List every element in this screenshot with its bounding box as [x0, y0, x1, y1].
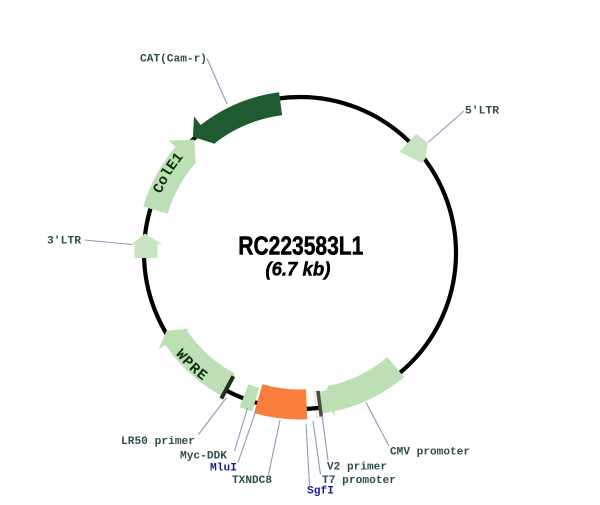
svg-text:Myc-DDK: Myc-DDK — [180, 451, 227, 463]
svg-text:3'LTR: 3'LTR — [47, 236, 81, 248]
svg-text:5'LTR: 5'LTR — [465, 106, 499, 118]
svg-text:MluI: MluI — [210, 463, 237, 475]
svg-text:(6.7 kb): (6.7 kb) — [265, 260, 330, 281]
svg-text:RC223583L1: RC223583L1 — [238, 233, 363, 261]
svg-text:CMV promoter: CMV promoter — [390, 447, 470, 459]
svg-text:SgfI: SgfI — [307, 486, 334, 498]
svg-text:CAT(Cam-r): CAT(Cam-r) — [140, 54, 207, 66]
svg-text:TXNDC8: TXNDC8 — [232, 475, 272, 487]
svg-text:V2 primer: V2 primer — [327, 462, 387, 474]
svg-text:T7 promoter: T7 promoter — [322, 475, 396, 487]
svg-text:LR50 primer: LR50 primer — [121, 436, 195, 448]
